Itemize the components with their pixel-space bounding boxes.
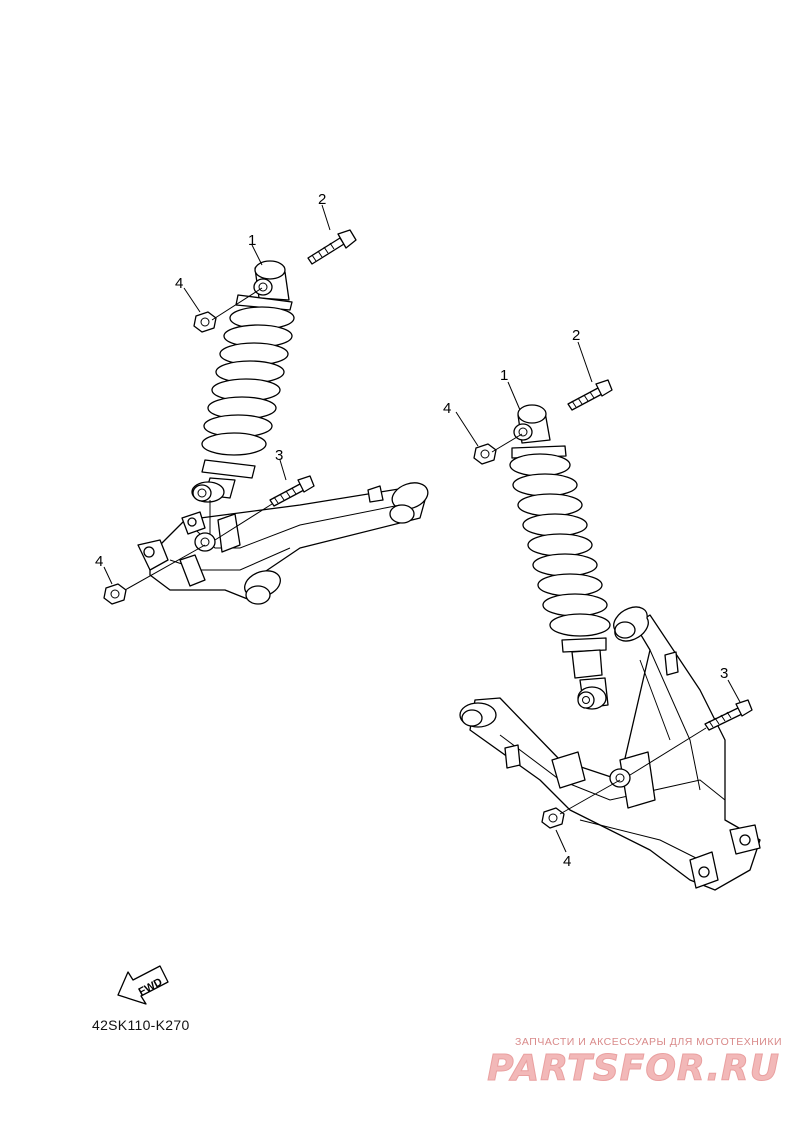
left-spring (201, 306, 295, 456)
callout-left-1: 1 (248, 232, 256, 249)
callout-right-3: 3 (720, 665, 728, 682)
callout-right-2: 2 (572, 327, 580, 344)
fwd-arrow-icon: FWD (117, 965, 169, 1005)
right-shock-absorber (509, 404, 611, 710)
watermark-logo: PARTSFOR.RU (487, 1048, 780, 1090)
right-bolt-upper (567, 379, 613, 411)
callout-right-1: 1 (500, 367, 508, 384)
right-nut-lower (541, 807, 565, 829)
right-nut-upper (473, 443, 497, 465)
right-spring (509, 453, 611, 637)
right-swing-arm (459, 606, 761, 891)
callout-right-4-top: 4 (443, 400, 451, 417)
left-shock-absorber (191, 260, 295, 540)
left-lower-bushing (194, 532, 216, 552)
right-assembly: 1 2 3 4 4 (443, 327, 761, 891)
right-bolt-lower (704, 699, 753, 731)
callout-left-4-bottom: 4 (95, 553, 103, 570)
part-code: 42SK110-K270 (92, 1017, 190, 1033)
right-leader-lines (455, 341, 741, 853)
left-nut-lower (103, 583, 127, 605)
left-assembly: 1 2 3 4 4 (95, 191, 429, 605)
left-leader-lines (103, 204, 331, 591)
callout-right-4-bottom: 4 (563, 853, 571, 870)
callout-left-4-top: 4 (175, 275, 183, 292)
callout-left-2: 2 (318, 191, 326, 208)
left-nut-upper (193, 311, 217, 333)
watermark-tagline: ЗАПЧАСТИ И АКСЕССУАРЫ ДЛЯ МОТОТЕХНИКИ (515, 1036, 782, 1048)
callout-left-3: 3 (275, 447, 283, 464)
left-bolt-upper (307, 229, 357, 265)
left-bolt-lower (269, 475, 315, 507)
